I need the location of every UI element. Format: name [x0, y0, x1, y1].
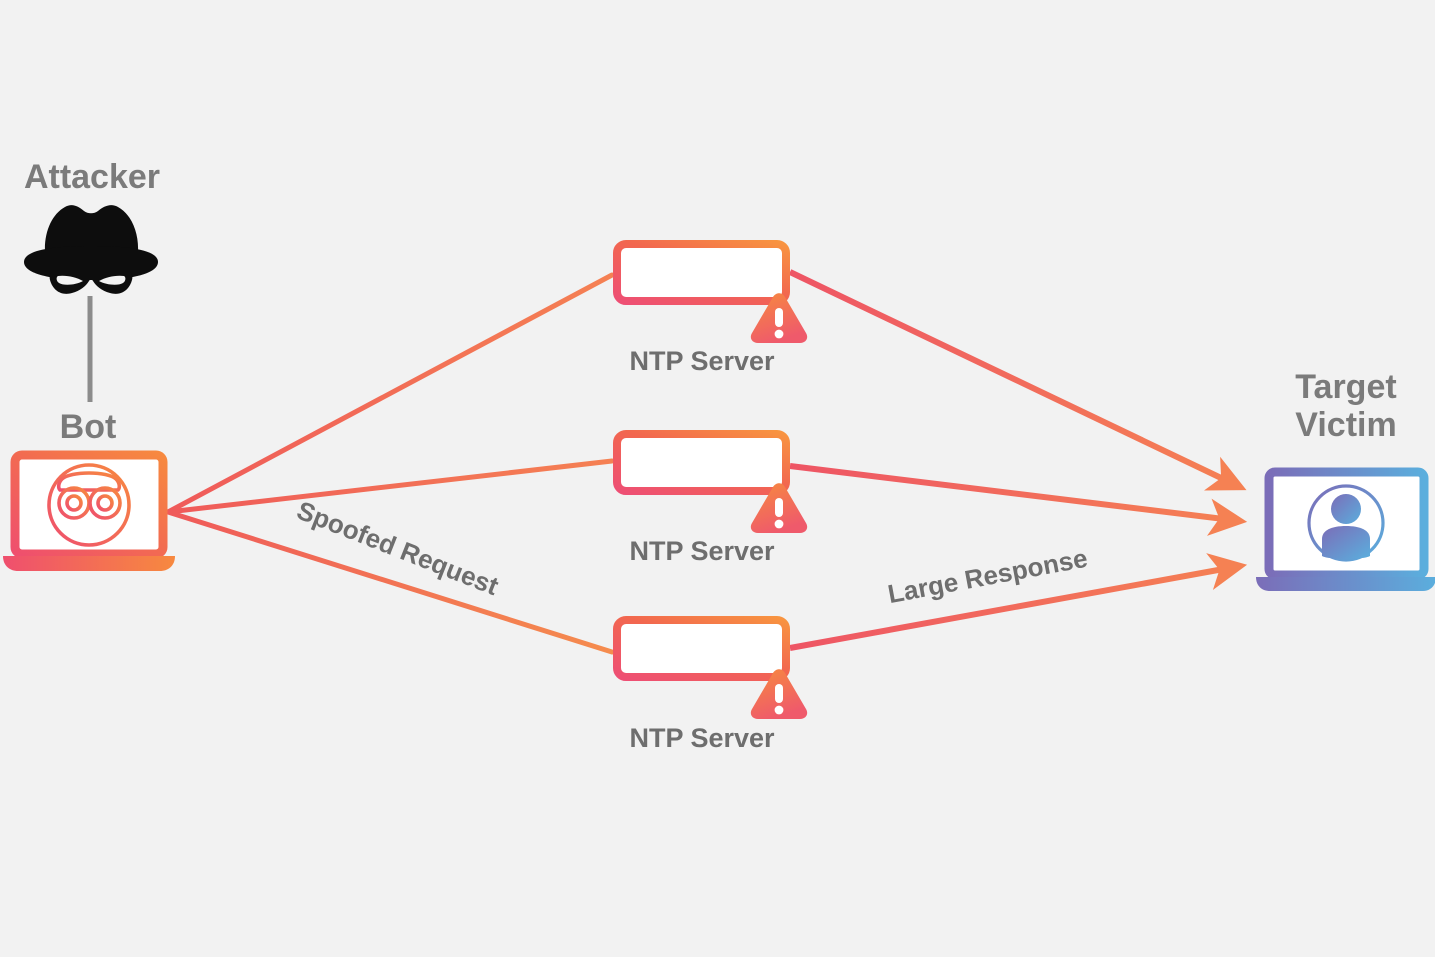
person-laptop-icon	[1256, 467, 1435, 591]
bot-laptop-base	[3, 556, 175, 571]
request-line-to-ntp-3	[165, 509, 615, 655]
ntp-server-3: NTP Server	[613, 616, 808, 753]
hat-mask-icon	[24, 205, 158, 294]
spoofed-request-lines	[165, 272, 615, 655]
large-response-arrows	[788, 269, 1248, 651]
server-led-ticks	[637, 448, 763, 477]
avatar-head	[1331, 494, 1361, 524]
attacker-node: Attacker	[24, 158, 160, 402]
warning-exclamation-dot	[774, 705, 784, 715]
request-line-to-ntp-2	[165, 458, 615, 515]
robot-face-icon	[47, 463, 131, 547]
victim-laptop-base	[1256, 577, 1435, 591]
target-victim-label-line2: Victim	[1295, 406, 1396, 444]
ntp-server-icon	[613, 430, 808, 533]
target-victim-node: Target Victim	[1256, 368, 1435, 591]
ntp-server-icon	[613, 240, 808, 343]
warning-exclamation-bar	[775, 498, 783, 517]
warning-exclamation-bar	[775, 684, 783, 703]
warning-exclamation-dot	[774, 329, 784, 339]
ntp-server-icon	[613, 616, 808, 719]
server-led-ticks	[637, 258, 763, 287]
bot-label: Bot	[60, 408, 117, 446]
ntp-server-3-label: NTP Server	[629, 723, 775, 753]
avatar-ring	[1307, 484, 1385, 562]
ntp-server-2-label: NTP Server	[629, 536, 775, 566]
avatar-body	[1322, 526, 1370, 559]
ntp-server-2: NTP Server	[613, 430, 808, 566]
request-line-to-ntp-1	[165, 272, 615, 515]
bot-node: Bot	[3, 408, 175, 571]
response-arrow-from-ntp-1	[788, 269, 1247, 491]
target-victim-label-line1: Target	[1295, 368, 1396, 406]
ntp-server-1-label: NTP Server	[629, 346, 775, 376]
robot-laptop-icon	[3, 450, 175, 571]
server-led-ticks	[637, 634, 763, 663]
response-arrow-from-ntp-3	[789, 553, 1248, 651]
warning-exclamation-dot	[774, 519, 784, 529]
warning-exclamation-bar	[775, 308, 783, 327]
response-arrow-from-ntp-2	[789, 463, 1248, 536]
ntp-server-1: NTP Server	[613, 240, 808, 376]
attacker-label: Attacker	[24, 158, 160, 196]
